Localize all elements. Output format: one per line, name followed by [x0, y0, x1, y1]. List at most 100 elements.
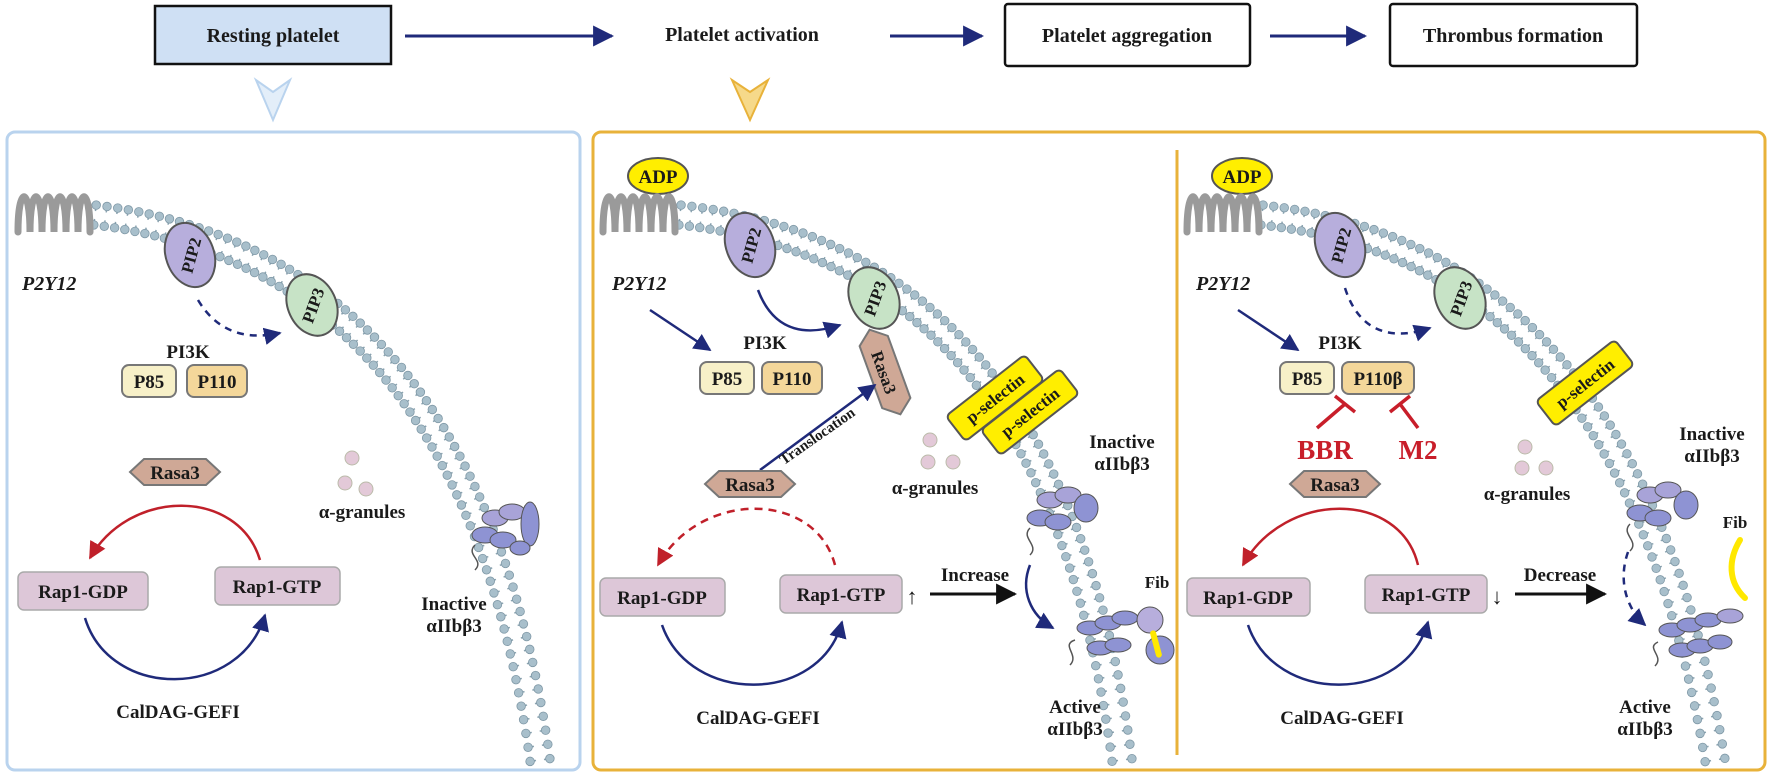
- pip2-node: [163, 221, 217, 289]
- lipid-head: [1667, 610, 1677, 621]
- lipid-head: [543, 739, 553, 750]
- lipid-head: [276, 259, 286, 269]
- lipid-head: [1380, 250, 1390, 260]
- lipid-head: [939, 343, 950, 354]
- rap1-gdp-box: [17, 571, 149, 611]
- lipid-head: [1520, 343, 1531, 354]
- lipid-head: [1423, 270, 1433, 280]
- inactive-integrin-icon: [1026, 486, 1099, 556]
- p110-label: P110: [772, 369, 811, 390]
- bbr-inhibition-line: [1315, 394, 1357, 430]
- thrombus-formation-label: Thrombus formation: [1423, 25, 1603, 47]
- panel-inhibition-content: ADP P2Y12 PIP2 PIP3 PI3K P85 P110β BBR M…: [1183, 157, 1748, 740]
- lipid-head: [676, 200, 686, 210]
- lipid-head: [505, 649, 515, 659]
- lipid-head: [954, 329, 964, 340]
- inactive-label: Inactive: [1679, 424, 1744, 445]
- lipid-head: [1609, 468, 1620, 478]
- lipid-head: [1105, 742, 1115, 752]
- thrombus-formation-box: [1388, 2, 1639, 68]
- pip3-node: [285, 273, 339, 337]
- lipid-head: [1588, 430, 1598, 441]
- lipid-head: [500, 558, 511, 569]
- resting-platelet-box: [153, 4, 393, 66]
- lipid-head: [405, 407, 415, 417]
- inactive-label: Inactive: [421, 594, 486, 615]
- lipid-head: [1624, 498, 1635, 508]
- lipid-head: [433, 413, 443, 424]
- active-integrin-icon: [1068, 606, 1175, 666]
- lipid-head: [1286, 224, 1297, 234]
- lipid-head: [1682, 592, 1692, 603]
- lipid-head: [109, 223, 120, 233]
- pip2-to-pip3-arrow: [1343, 287, 1432, 342]
- p110-box: [761, 361, 823, 395]
- lipid-head: [1110, 656, 1120, 667]
- lipid-head: [1118, 697, 1128, 707]
- inactive-integrin-icon: [471, 501, 540, 571]
- lipid-head: [113, 203, 123, 213]
- lipid-head: [465, 471, 475, 481]
- lipid-head: [1072, 586, 1082, 597]
- lipid-head: [232, 237, 242, 247]
- resting-platelet-label: Resting platelet: [207, 25, 340, 47]
- lipid-head: [1057, 540, 1067, 551]
- p110-label: P110β: [1353, 369, 1402, 390]
- lipid-head: [1548, 344, 1559, 355]
- lipid-head: [695, 222, 705, 233]
- lipid-head: [861, 257, 871, 267]
- lipid-head: [798, 228, 808, 238]
- lipid-head: [1266, 221, 1276, 231]
- lipid-head: [452, 490, 462, 500]
- lipid-head: [504, 570, 515, 580]
- gtp-to-gdp-arrow: [656, 507, 837, 567]
- lipid-head: [902, 284, 912, 294]
- lipid-head: [1689, 701, 1700, 711]
- increase-arrow-glyph: ↑: [907, 584, 918, 609]
- lipid-head: [1080, 545, 1090, 555]
- lipid-head: [1638, 530, 1649, 540]
- lipid-head: [1527, 350, 1537, 361]
- lipid-head: [447, 480, 457, 490]
- lipid-head: [1369, 224, 1379, 235]
- rap1-gtp-box: [214, 566, 341, 606]
- lipid-head: [508, 662, 518, 672]
- lipid-head: [508, 582, 518, 592]
- lipid-head: [779, 221, 789, 232]
- lipid-head: [1706, 683, 1716, 693]
- rap1-gtp-box: [779, 574, 903, 614]
- lipid-head: [499, 624, 509, 634]
- lipid-head: [1703, 669, 1713, 680]
- lipid-head: [1091, 661, 1101, 671]
- lipid-head: [1125, 739, 1135, 749]
- lipid-head: [341, 332, 352, 343]
- lipid-head: [981, 360, 991, 370]
- lipid-head: [396, 362, 407, 373]
- lipid-head: [427, 404, 438, 415]
- lipid-head: [782, 243, 792, 254]
- lipid-head: [1700, 656, 1710, 666]
- lipid-head: [1113, 670, 1123, 680]
- lipid-head: [224, 255, 234, 266]
- lipid-head: [355, 318, 365, 328]
- p85-label: P85: [134, 372, 165, 393]
- lipid-head: [947, 322, 957, 333]
- lipid-head: [1101, 714, 1111, 724]
- lipid-head: [213, 229, 223, 240]
- lipid-head: [1541, 337, 1552, 347]
- rap1-gdp-label: Rap1-GDP: [617, 588, 707, 609]
- rap1-gdp-label: Rap1-GDP: [38, 582, 128, 603]
- lipid-head: [1593, 402, 1604, 412]
- pip2-node: [1313, 211, 1367, 279]
- lipid-head: [843, 248, 854, 258]
- lipid-head: [533, 684, 543, 694]
- lipid-head: [528, 657, 538, 668]
- p2y12-to-pi3k-arrow: [1237, 308, 1300, 352]
- lipid-head: [518, 619, 529, 629]
- lipid-head: [150, 231, 160, 241]
- lipid-head: [521, 631, 532, 642]
- lipid-head: [965, 372, 975, 383]
- lipid-head: [1387, 231, 1398, 242]
- lipid-head: [1053, 479, 1064, 490]
- lipid-head: [1692, 714, 1703, 725]
